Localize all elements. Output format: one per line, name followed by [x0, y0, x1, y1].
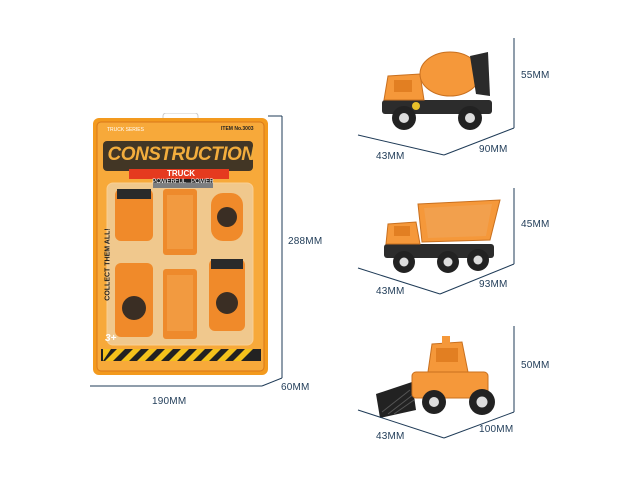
brand-tag: TRUCK SERIES — [107, 127, 144, 133]
blister-toys — [115, 189, 245, 339]
bulldozer-height-label: 50MM — [521, 360, 550, 371]
dump-truck-toy — [384, 199, 501, 273]
age-badge: 3+ — [105, 333, 117, 344]
package-tagline: POWERFUL POWER — [152, 179, 214, 185]
bulldozer-width-label: 43MM — [376, 431, 405, 442]
cement-mixer-height-label: 55MM — [521, 70, 550, 81]
cement-mixer-length-label: 90MM — [479, 144, 508, 155]
dump-truck-width-label: 43MM — [376, 286, 405, 297]
bulldozer-length-label: 100MM — [479, 424, 514, 435]
package-card: TRUCK SERIES ITEM No.3003 CONSTRUCTION T… — [93, 113, 268, 375]
package-width-label: 190MM — [152, 396, 187, 407]
cement-mixer-width-label: 43MM — [376, 151, 405, 162]
hazard-stripes — [101, 349, 261, 361]
package-subtitle: TRUCK — [167, 169, 195, 178]
package-side-text: COLLECT THEM ALL! — [104, 228, 112, 301]
package-height-label: 288MM — [288, 236, 323, 247]
dump-truck-length-label: 93MM — [479, 279, 508, 290]
cement-mixer-toy — [382, 51, 492, 130]
bulldozer-toy — [376, 336, 495, 418]
package-depth-label: 60MM — [281, 382, 310, 393]
package-title: CONSTRUCTION — [107, 144, 255, 165]
dump-truck-height-label: 45MM — [521, 219, 550, 230]
item-number: ITEM No.3003 — [221, 126, 254, 132]
